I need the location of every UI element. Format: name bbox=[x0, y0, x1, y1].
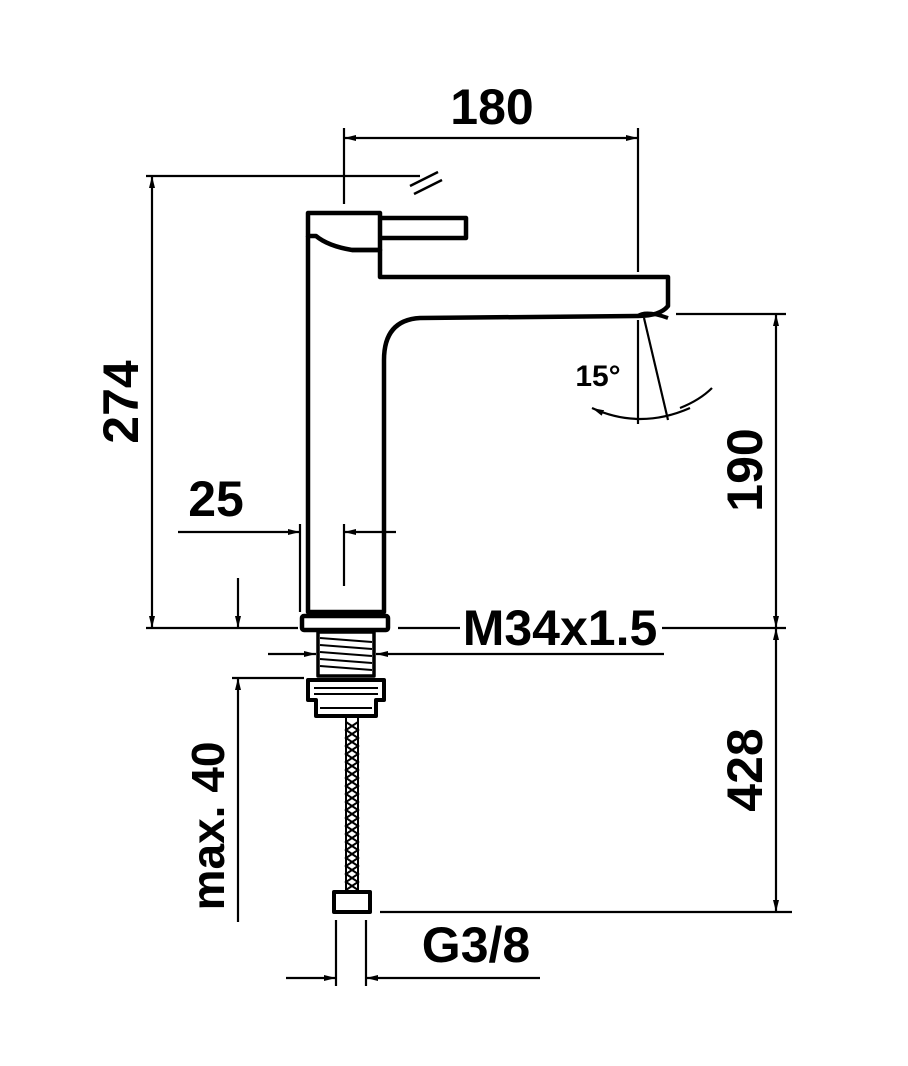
braided-hose bbox=[344, 718, 360, 891]
dim-hose-length: 428 bbox=[717, 728, 773, 811]
faucet-body bbox=[305, 236, 671, 615]
faucet-outline bbox=[299, 210, 671, 914]
dim-total-height: 274 bbox=[93, 360, 149, 444]
dim-spout-height: 190 bbox=[717, 428, 773, 511]
base-ring bbox=[299, 613, 391, 633]
dimension-lines bbox=[146, 128, 792, 986]
threaded-shank bbox=[316, 630, 376, 678]
mounting-nut bbox=[306, 678, 386, 718]
dim-thread: M34x1.5 bbox=[463, 600, 658, 656]
dim-spout-reach: 180 bbox=[450, 79, 533, 135]
dim-body-diameter: 25 bbox=[188, 471, 244, 527]
lever-swing-indicator bbox=[409, 170, 443, 196]
dim-max-counter-thickness: max. 40 bbox=[182, 742, 234, 911]
lever-cap bbox=[305, 210, 383, 253]
lever-handle bbox=[378, 215, 469, 241]
hose-nut bbox=[332, 890, 372, 914]
dim-connection-thread: G3/8 bbox=[422, 917, 530, 973]
shank-threads bbox=[314, 637, 378, 709]
dim-outlet-angle: 15° bbox=[575, 360, 620, 393]
spout-outlet bbox=[636, 311, 669, 320]
